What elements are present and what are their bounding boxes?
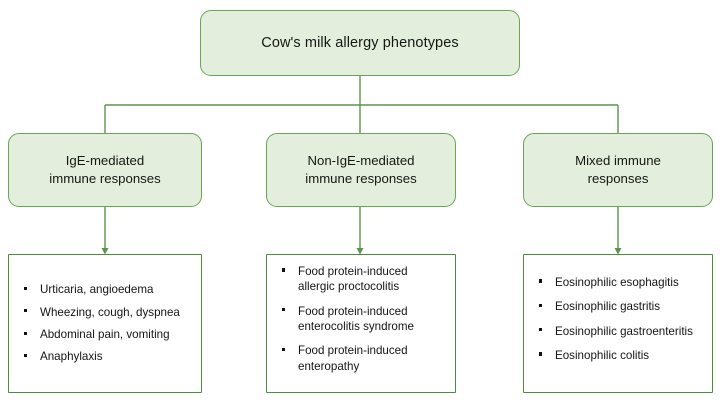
node-category-label: IgE-mediated immune responses (43, 152, 166, 188)
node-category-mixed-immune[interactable]: Mixed immune responses (523, 133, 713, 207)
node-category-label-line2: immune responses (49, 171, 161, 186)
node-category-label-line1: IgE-mediated (65, 152, 145, 168)
node-category-label-line2: responses (587, 171, 649, 186)
bullet-icon (539, 352, 543, 356)
bullet-icon (539, 328, 543, 332)
node-category-label-line1: Mixed immune (575, 152, 661, 168)
bullet-list: Eosinophilic esophagitis Eosinophilic ga… (524, 275, 712, 373)
bullet-icon (539, 279, 543, 283)
node-category-non-ige-mediated[interactable]: Non-IgE-mediated immune responses (266, 133, 456, 207)
list-item: Food protein-induced enteropathy (281, 343, 447, 374)
list-item-label: Abdominal pain, vomiting (40, 328, 170, 341)
list-item-label: Eosinophilic gastroenteritis (555, 324, 693, 338)
list-item-label: Food protein-induced enterocolitis syndr… (298, 304, 414, 333)
node-category-label-line1: Non-IgE-mediated (307, 152, 415, 168)
bullet-icon (539, 303, 543, 307)
bullet-icon (24, 331, 28, 335)
list-item: Food protein-induced allergic proctocoli… (281, 264, 447, 295)
bullet-icon (282, 308, 286, 312)
list-item-label: Food protein-induced allergic proctocoli… (298, 264, 408, 294)
list-item: Eosinophilic colitis (538, 348, 704, 363)
list-box-non-ige-mediated[interactable]: Food protein-induced allergic proctocoli… (266, 254, 456, 393)
bullet-icon (24, 353, 28, 358)
bullet-icon (282, 268, 286, 272)
list-box-ige-mediated[interactable]: Urticaria, angioedema Wheezing, cough, d… (8, 254, 202, 393)
list-item: Food protein-induced enterocolitis syndr… (281, 304, 447, 335)
list-item-label: Eosinophilic esophagitis (555, 275, 679, 289)
bullet-icon (24, 309, 28, 313)
list-item-label: Anaphylaxis (40, 350, 103, 364)
list-item-label: Eosinophilic colitis (555, 348, 650, 362)
list-item: Anaphylaxis (23, 349, 193, 364)
bullet-list: Urticaria, angioedema Wheezing, cough, d… (9, 282, 201, 365)
node-root-cows-milk-allergy-phenotypes[interactable]: Cow's milk allergy phenotypes (200, 10, 520, 76)
node-category-ige-mediated[interactable]: IgE-mediated immune responses (8, 133, 202, 207)
bullet-icon (24, 286, 28, 291)
node-category-label: Non-IgE-mediated immune responses (299, 152, 422, 188)
node-category-label-line2: immune responses (305, 171, 417, 186)
bullet-icon (282, 347, 286, 352)
list-item-label: Wheezing, cough, dyspnea (40, 305, 180, 319)
list-item-label: Urticaria, angioedema (40, 283, 154, 297)
list-item: Urticaria, angioedema (23, 282, 193, 297)
list-item: Eosinophilic gastritis (538, 299, 704, 314)
node-category-label: Mixed immune responses (569, 152, 667, 188)
list-item-label: Eosinophilic gastritis (555, 300, 661, 314)
list-item-label: Food protein-induced enteropathy (298, 344, 408, 373)
list-item: Abdominal pain, vomiting (23, 327, 193, 342)
list-item: Wheezing, cough, dyspnea (23, 305, 193, 320)
bullet-list: Food protein-induced allergic proctocoli… (267, 264, 455, 383)
list-item: Eosinophilic gastroenteritis (538, 324, 704, 339)
list-box-mixed-immune[interactable]: Eosinophilic esophagitis Eosinophilic ga… (523, 254, 713, 393)
node-root-label: Cow's milk allergy phenotypes (261, 34, 459, 51)
list-item: Eosinophilic esophagitis (538, 275, 704, 290)
